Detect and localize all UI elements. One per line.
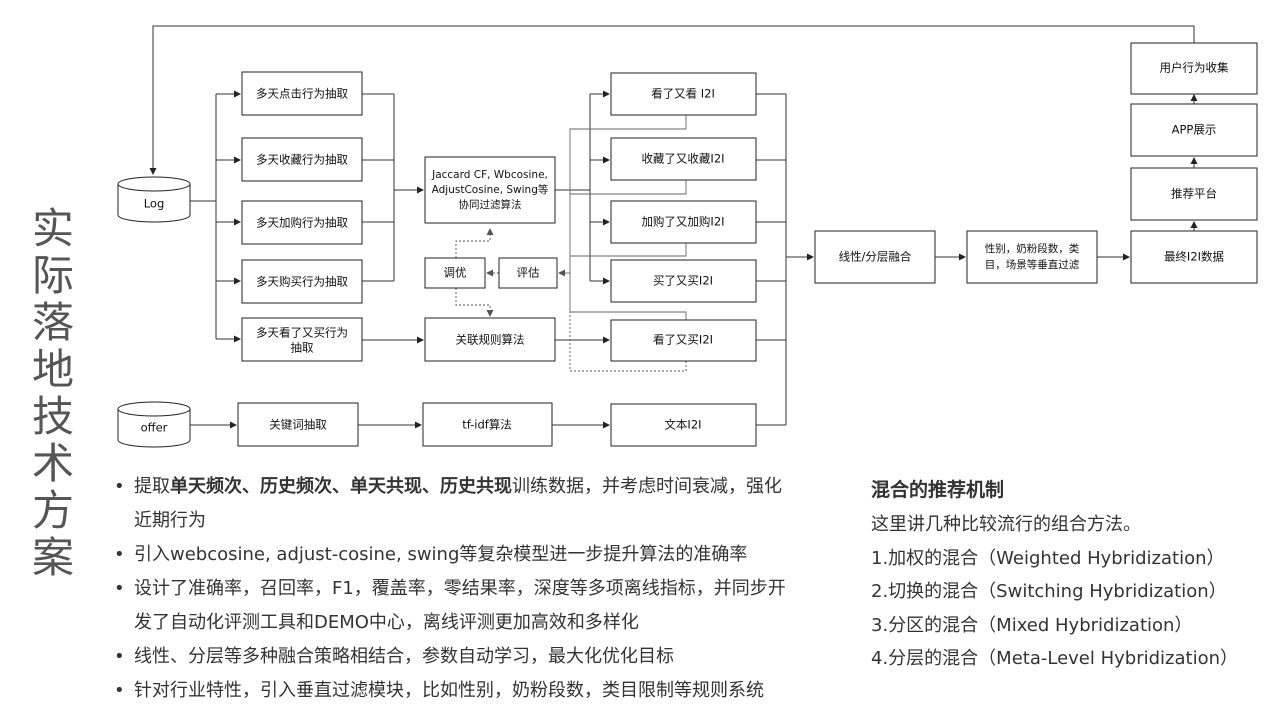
log-node: Log <box>117 176 191 223</box>
eval-feedback-line <box>569 115 687 320</box>
svg-text:关键词抽取: 关键词抽取 <box>269 418 327 432</box>
svg-text:用户行为收集: 用户行为收集 <box>1160 61 1229 75</box>
svg-text:加购了又加购I2I: 加购了又加购I2I <box>641 215 724 229</box>
hybrid-mechanism-panel: 混合的推荐机制 这里讲几种比较流行的组合方法。 1.加权的混合（Weighted… <box>871 475 1271 676</box>
i2i-view-buy-node: 看了又买I2I <box>610 319 757 362</box>
svg-text:评估: 评估 <box>517 266 540 280</box>
svg-text:调优: 调优 <box>444 266 467 280</box>
extract-favorite-node: 多天收藏行为抽取 <box>241 137 363 182</box>
bullet-item: 设计了准确率，召回率，F1，覆盖率，零结果率，深度等多项离线指标，并同步开 发了… <box>110 572 820 640</box>
app-display-node: APP展示 <box>1130 103 1258 157</box>
i2i-bus <box>756 93 787 426</box>
svg-text:Jaccard CF, Wbcosine,: Jaccard CF, Wbcosine, <box>431 169 548 181</box>
evaluate-node: 评估 <box>498 257 558 289</box>
svg-text:抽取: 抽取 <box>291 341 314 355</box>
svg-text:多天看了又买行为: 多天看了又买行为 <box>256 326 348 340</box>
log-label: Log <box>144 197 165 211</box>
bullet-item: 提取单天频次、历史频次、单天共现、历史共现训练数据，并考虑时间衰减，强化 近期行… <box>110 470 820 538</box>
extract-view-buy-node: 多天看了又买行为 抽取 <box>241 317 363 362</box>
i2i-view-view-node: 看了又看 I2I <box>610 72 757 116</box>
svg-text:关联规则算法: 关联规则算法 <box>456 333 525 347</box>
fusion-node: 线性/分层融合 <box>814 230 936 284</box>
feedback-edge <box>149 25 1195 175</box>
hybrid-intro: 这里讲几种比较流行的组合方法。 <box>871 514 1141 535</box>
svg-text:多天点击行为抽取: 多天点击行为抽取 <box>256 87 348 101</box>
extract-bus <box>362 93 395 282</box>
svg-text:推荐平台: 推荐平台 <box>1171 187 1217 201</box>
svg-text:多天加购行为抽取: 多天加购行为抽取 <box>256 216 348 230</box>
svg-text:文本I2I: 文本I2I <box>664 418 701 432</box>
offer-label: offer <box>141 421 168 435</box>
svg-text:看了又看 I2I: 看了又看 I2I <box>651 87 715 101</box>
tfidf-node: tf-idf算法 <box>422 402 553 447</box>
recommend-platform-node: 推荐平台 <box>1130 167 1258 221</box>
final-i2i-node: 最终I2I数据 <box>1130 230 1258 284</box>
tune-node: 调优 <box>424 257 486 289</box>
hybrid-item: 3.分区的混合（Mixed Hybridization） <box>871 614 1193 636</box>
svg-text:AdjustCosine, Swing等: AdjustCosine, Swing等 <box>432 183 549 196</box>
hybrid-item: 2.切换的混合（Switching Hybridization） <box>871 581 1227 603</box>
text-i2i-node: 文本I2I <box>610 403 757 447</box>
cf-algorithm-node: Jaccard CF, Wbcosine, AdjustCosine, Swin… <box>424 156 556 224</box>
svg-text:协同过滤算法: 协同过滤算法 <box>459 198 522 211</box>
extract-cart-node: 多天加购行为抽取 <box>241 200 363 245</box>
bullet-item: 线性、分层等多种融合策略相结合，参数自动学习，最大化优化目标 <box>110 640 820 674</box>
hybrid-item: 4.分层的混合（Meta-Level Hybridization） <box>871 648 1238 670</box>
hybrid-item: 1.加权的混合（Weighted Hybridization） <box>871 547 1225 569</box>
i2i-cart-cart-node: 加购了又加购I2I <box>610 200 757 244</box>
i2i-fav-fav-node: 收藏了又收藏I2I <box>610 137 757 181</box>
extract-purchase-node: 多天购买行为抽取 <box>241 259 363 304</box>
svg-text:多天收藏行为抽取: 多天收藏行为抽取 <box>256 153 348 167</box>
association-rules-node: 关联规则算法 <box>424 317 556 362</box>
bullet-item: 针对行业特性，引入垂直过滤模块，比如性别，奶粉段数，类目限制等规则系统 <box>110 674 820 708</box>
svg-text:APP展示: APP展示 <box>1172 123 1217 137</box>
svg-text:tf-idf算法: tf-idf算法 <box>462 418 512 432</box>
hybrid-title: 混合的推荐机制 <box>871 479 1005 501</box>
bullet-item: 引入webcosine, adjust-cosine, swing等复杂模型进一… <box>110 538 820 572</box>
pipeline-diagram: Log offer 多天点击行为抽取 多天收藏行为抽取 多天加购行为抽取 多天购… <box>117 25 1258 448</box>
svg-text:线性/分层融合: 线性/分层融合 <box>839 250 912 264</box>
svg-text:看了又买I2I: 看了又买I2I <box>653 333 713 347</box>
side-title: 实际落地技术方案 <box>31 204 74 582</box>
i2i-buy-buy-node: 买了又买I2I <box>610 259 757 303</box>
offer-node: offer <box>117 401 191 448</box>
behavior-collect-node: 用户行为收集 <box>1130 42 1258 95</box>
svg-text:买了又买I2I: 买了又买I2I <box>653 274 713 288</box>
svg-text:最终I2I数据: 最终I2I数据 <box>1164 250 1225 264</box>
vertical-filter-node: 性别，奶粉段数，类 目，场景等垂直过滤 <box>966 230 1098 284</box>
keyword-extract-node: 关键词抽取 <box>237 402 359 447</box>
bullet-list: 提取单天频次、历史频次、单天共现、历史共现训练数据，并考虑时间衰减，强化 近期行… <box>110 470 820 708</box>
svg-text:多天购买行为抽取: 多天购买行为抽取 <box>256 275 348 289</box>
svg-text:收藏了又收藏I2I: 收藏了又收藏I2I <box>641 152 724 166</box>
svg-text:目，场景等垂直过滤: 目，场景等垂直过滤 <box>985 258 1080 271</box>
svg-text:性别，奶粉段数，类: 性别，奶粉段数，类 <box>985 242 1080 255</box>
extract-click-node: 多天点击行为抽取 <box>241 71 363 116</box>
